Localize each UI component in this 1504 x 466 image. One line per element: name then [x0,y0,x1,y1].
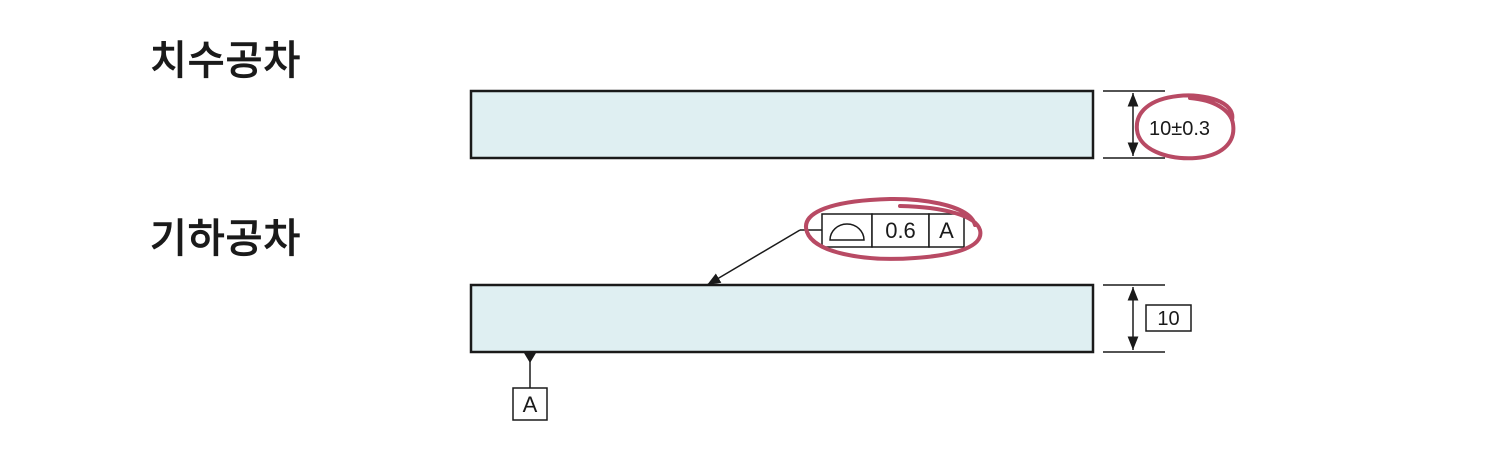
dimension-text: 10±0.3 [1149,118,1210,140]
datum-label: A [523,392,538,417]
profile-of-a-surface-icon [829,223,865,241]
geometric-tolerance-diagram: 10 0.6 A A [469,197,1192,421]
part-plate-top [469,89,1095,160]
datum-feature-symbol: A [512,353,548,421]
leader-arrow [706,229,801,286]
datum-reference: A [939,218,954,243]
frame-datum-cell [928,213,965,248]
tolerance-value: 0.6 [885,218,916,243]
basic-dimension-box [1145,304,1192,332]
datum-box [512,387,548,421]
dimensional-tolerance-title: 치수공차 [150,38,302,84]
geometric-tolerance-title: 기하공차 [150,216,302,262]
frame-symbol-cell [821,213,873,248]
highlight-circle-frame [804,197,983,261]
highlight-circle-dimension [1134,93,1236,161]
part-plate-bottom [469,283,1095,354]
feature-control-frame: 0.6 A [821,213,965,248]
basic-dimension-text: 10 [1157,308,1179,330]
dimensional-tolerance-diagram: 10±0.3 [469,89,1236,161]
